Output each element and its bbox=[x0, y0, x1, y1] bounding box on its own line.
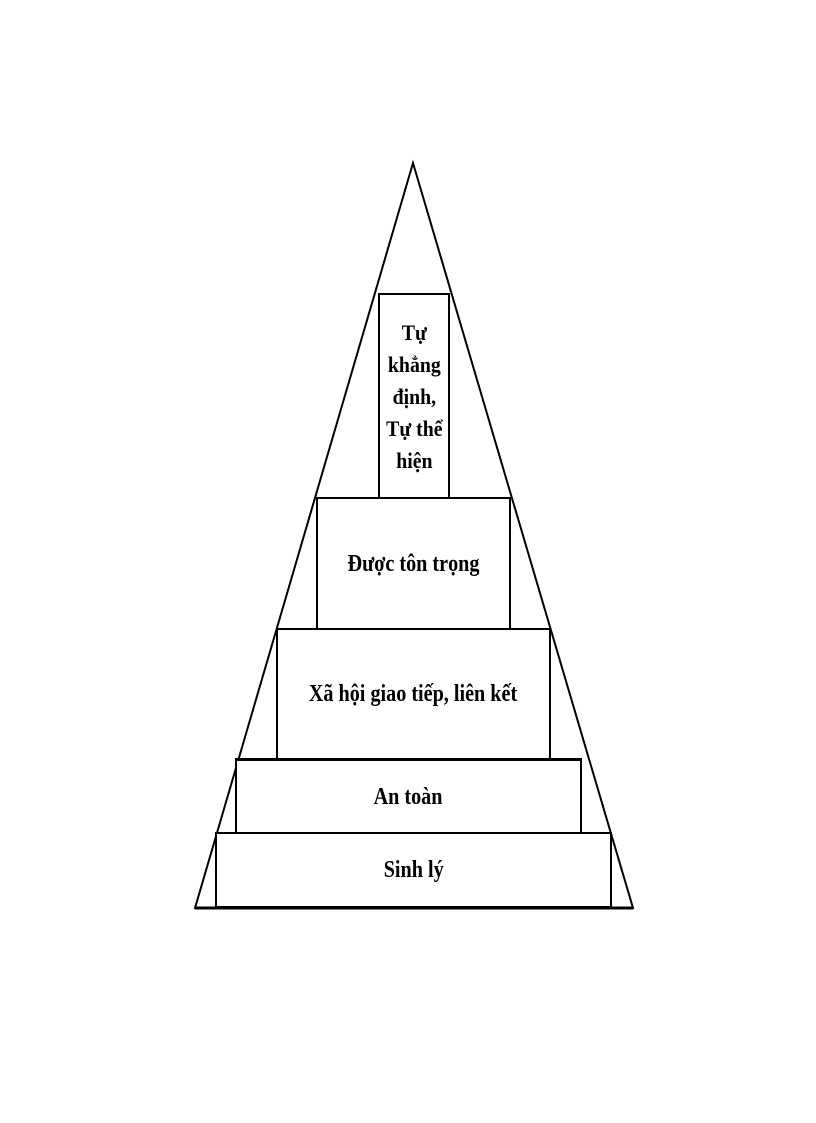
top-line-5: hiện bbox=[395, 447, 433, 473]
level-social: Xã hội giao tiếp, liên kết bbox=[276, 628, 551, 759]
level-social-label: Xã hội giao tiếp, liên kết bbox=[309, 681, 518, 708]
top-line-1: Tự bbox=[401, 319, 427, 345]
level-safety-label: An toàn bbox=[374, 783, 443, 810]
level-esteem-label: Được tôn trọng bbox=[347, 550, 480, 577]
level-self-actualization-label: Tự khẳng định, Tự thể hiện bbox=[386, 317, 442, 477]
top-line-4: Tự thể bbox=[385, 415, 443, 441]
level-physiological: Sinh lý bbox=[215, 832, 612, 909]
top-line-2: khẳng bbox=[387, 351, 441, 377]
level-esteem: Được tôn trọng bbox=[316, 497, 511, 629]
top-line-3: định, bbox=[392, 383, 436, 409]
level-self-actualization: Tự khẳng định, Tự thể hiện bbox=[378, 293, 450, 498]
level-safety: An toàn bbox=[235, 758, 582, 833]
level-physiological-label: Sinh lý bbox=[383, 856, 444, 883]
